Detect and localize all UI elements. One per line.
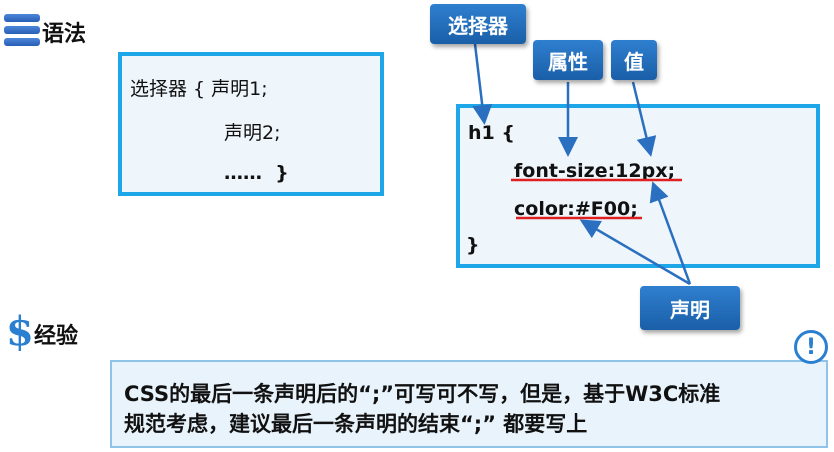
example-line-4: }: [466, 234, 480, 256]
syntax-box: [118, 52, 384, 196]
experience-heading: 经验: [34, 324, 79, 349]
example-line-2: font-size:12px;: [514, 160, 676, 182]
label-declaration: 声明: [640, 286, 740, 330]
tip-line-2: 规范考虑，建议最后一条声明的结束“;” 都要写上: [124, 412, 588, 436]
exclamation-icon: !: [794, 330, 828, 364]
label-selector: 选择器: [430, 4, 526, 44]
dollar-icon: $: [6, 308, 34, 355]
syntax-line-2: 声明2;: [224, 122, 281, 144]
label-property: 属性: [533, 40, 603, 80]
tip-line-1: CSS的最后一条声明后的“;”可写可不写，但是，基于W3C标准: [124, 382, 721, 406]
example-line-3: color:#F00;: [514, 198, 638, 220]
syntax-line-1: 选择器 { 声明1;: [130, 78, 268, 100]
syntax-line-3: …… }: [224, 162, 289, 184]
menu-icon: [4, 14, 40, 48]
tip-box: CSS的最后一条声明后的“;”可写可不写，但是，基于W3C标准 规范考虑，建议最…: [110, 360, 828, 448]
syntax-heading: 语法: [42, 22, 87, 47]
label-value: 值: [611, 40, 657, 80]
example-line-1: h1 {: [468, 122, 515, 144]
